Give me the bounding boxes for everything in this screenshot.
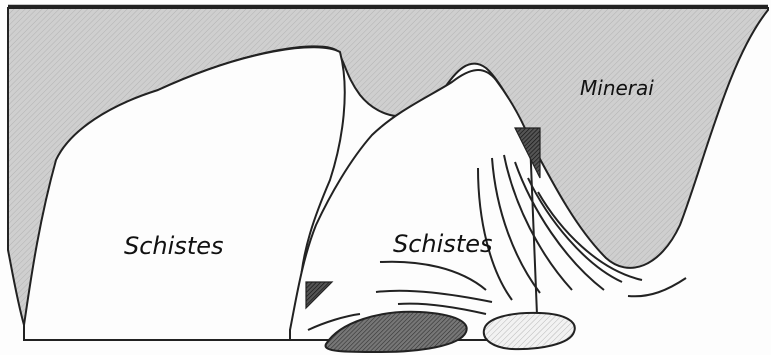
ore-label: Minerai bbox=[580, 76, 654, 100]
schist-label-left: Schistes bbox=[124, 232, 224, 260]
boulder-light bbox=[484, 313, 575, 349]
schist-label-right: Schistes bbox=[393, 230, 493, 258]
